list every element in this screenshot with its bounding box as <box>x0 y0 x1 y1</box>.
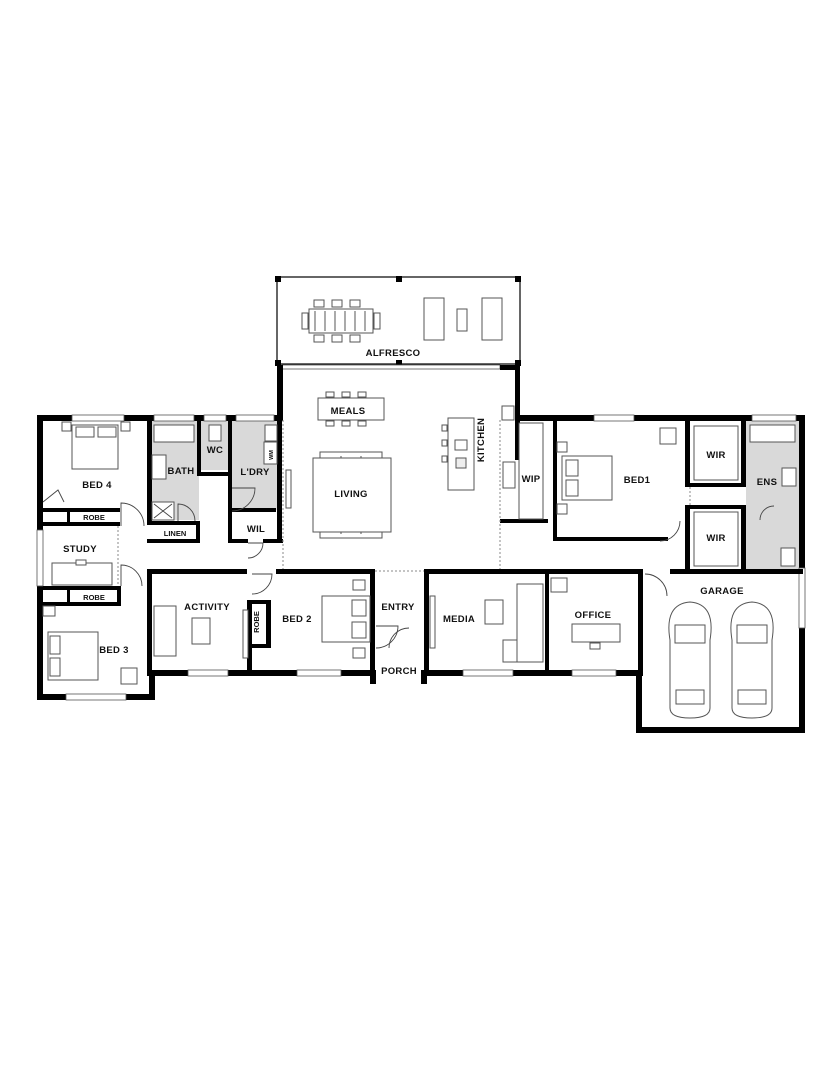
label-wip: WIP <box>522 474 541 485</box>
label-wil: WIL <box>247 524 265 535</box>
label-wc: WC <box>207 445 223 456</box>
label-robe-bed3: ROBE <box>83 593 105 602</box>
label-bed2: BED 2 <box>282 614 311 625</box>
label-bed3: BED 3 <box>99 645 128 656</box>
label-meals: MEALS <box>331 406 366 417</box>
living-window <box>281 364 501 370</box>
room-labels: ALFRESCO MEALS KITCHEN LIVING BED 4 BATH… <box>63 348 777 677</box>
label-office: OFFICE <box>575 610 612 621</box>
label-alfresco: ALFRESCO <box>366 348 421 359</box>
label-wir-top: WIR <box>706 450 725 461</box>
furniture <box>42 391 797 719</box>
label-media: MEDIA <box>443 614 475 625</box>
openings <box>117 420 691 586</box>
label-entry: ENTRY <box>381 602 415 613</box>
label-wir-bottom: WIR <box>706 533 725 544</box>
label-laundry: L'DRY <box>240 467 270 478</box>
label-ens: ENS <box>757 477 777 488</box>
label-activity: ACTIVITY <box>184 602 230 613</box>
label-robe-bed4: ROBE <box>83 513 105 522</box>
label-bed4: BED 4 <box>82 480 112 491</box>
label-bed1: BED1 <box>624 475 651 486</box>
label-study: STUDY <box>63 544 97 555</box>
label-kitchen: KITCHEN <box>476 418 487 462</box>
label-wm: WM <box>269 450 275 460</box>
alfresco-structure <box>275 276 521 366</box>
label-robe-bed2: ROBE <box>252 611 261 633</box>
label-linen: LINEN <box>164 529 187 538</box>
label-porch: PORCH <box>381 666 417 677</box>
label-garage: GARAGE <box>700 586 744 597</box>
doors <box>120 487 775 649</box>
interior-walls <box>43 420 803 676</box>
exterior-windows <box>36 414 806 701</box>
label-living: LIVING <box>334 489 367 500</box>
label-bath: BATH <box>168 466 195 477</box>
